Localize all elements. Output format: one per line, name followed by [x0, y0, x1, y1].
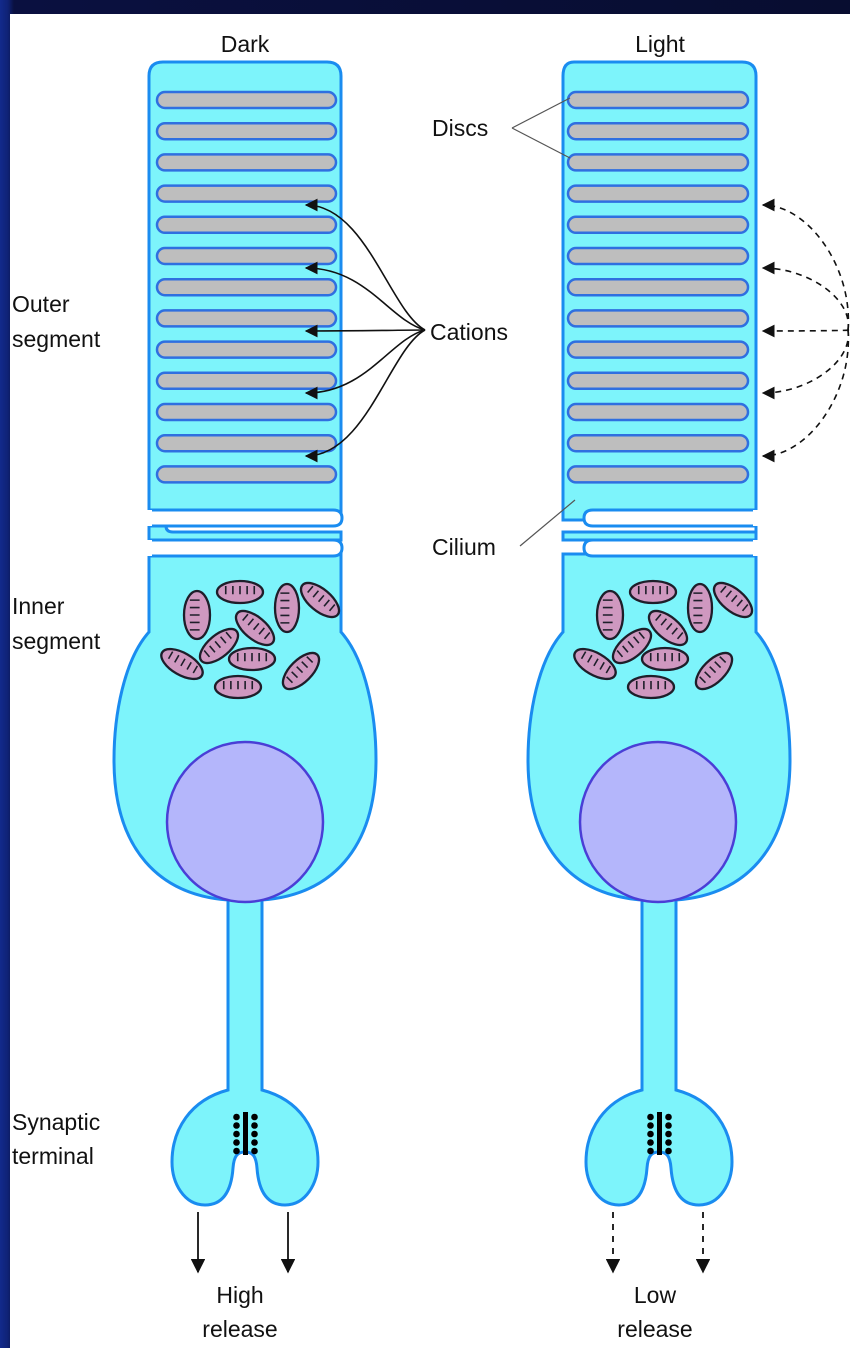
dark-disc: [157, 435, 336, 451]
light-synaptic-vesicle: [665, 1139, 672, 1146]
dark-synaptic-vesicle: [251, 1148, 258, 1155]
dark-mitochondrion: [184, 591, 210, 639]
light-disc: [568, 186, 748, 202]
light-disc: [568, 435, 748, 451]
label-low-release-line2: release: [617, 1316, 692, 1342]
light-synaptic-vesicle: [665, 1122, 672, 1129]
light-mitochondrion: [688, 584, 712, 632]
light-disc: [568, 404, 748, 420]
light-synaptic-vesicle: [665, 1148, 672, 1155]
dark-mitochondrion: [275, 584, 299, 632]
blocked-cation-arrow: [763, 330, 848, 393]
dark-synaptic-vesicle: [251, 1122, 258, 1129]
column-title-dark: Dark: [221, 31, 270, 57]
light-mitochondrion: [597, 591, 623, 639]
dark-disc: [157, 154, 336, 170]
dark-synaptic-vesicle: [233, 1131, 240, 1138]
discs-leader-lines: [512, 98, 570, 158]
nucleus-dark: [167, 742, 323, 902]
blocked-influx-arrows: [763, 205, 848, 456]
label-low-release-line1: Low: [634, 1282, 677, 1308]
light-mitochondrion: [630, 581, 676, 603]
light-disc: [568, 342, 748, 358]
synaptic-ribbon-light: [647, 1112, 672, 1155]
label-synaptic-terminal-line2: terminal: [12, 1143, 94, 1169]
dark-synaptic-vesicle: [233, 1148, 240, 1155]
label-high-release-line1: High: [216, 1282, 263, 1308]
dark-mitochondrion: [217, 581, 263, 603]
light-mitochondrion: [628, 676, 674, 698]
dark-disc: [157, 248, 336, 264]
dark-mitochondrion: [229, 648, 275, 670]
rod-cell-light: [528, 62, 790, 1205]
label-outer-segment-line1: Outer: [12, 291, 70, 317]
light-disc: [568, 154, 748, 170]
dark-disc: [157, 186, 336, 202]
dark-mitochondrion: [215, 676, 261, 698]
blocked-cation-arrow: [763, 330, 848, 331]
light-synaptic-vesicle: [665, 1114, 672, 1121]
light-disc: [568, 217, 748, 233]
label-inner-segment-line1: Inner: [12, 593, 65, 619]
dark-disc: [157, 279, 336, 295]
dark-synaptic-vesicle: [251, 1139, 258, 1146]
dark-disc: [157, 466, 336, 482]
light-synaptic-vesicle: [647, 1148, 654, 1155]
light-disc: [568, 466, 748, 482]
dark-disc: [157, 92, 336, 108]
light-synaptic-vesicle: [647, 1131, 654, 1138]
dark-disc: [157, 123, 336, 139]
label-cations: Cations: [430, 319, 508, 345]
light-disc: [568, 279, 748, 295]
blocked-cation-arrow: [763, 330, 848, 456]
light-disc: [568, 310, 748, 326]
blocked-cation-arrow: [763, 268, 848, 330]
label-discs: Discs: [432, 115, 488, 141]
column-title-light: Light: [635, 31, 685, 57]
label-cilium: Cilium: [432, 534, 496, 560]
dark-synaptic-vesicle: [251, 1114, 258, 1121]
light-disc: [568, 123, 748, 139]
dark-synaptic-vesicle: [233, 1139, 240, 1146]
high-release-arrows: [198, 1212, 288, 1272]
blocked-cation-arrow: [763, 205, 848, 330]
dark-disc: [157, 310, 336, 326]
low-release-arrows: [613, 1212, 703, 1272]
dark-synaptic-vesicle: [233, 1114, 240, 1121]
dark-disc: [157, 217, 336, 233]
label-synaptic-terminal-line1: Synaptic: [12, 1109, 100, 1135]
dark-disc: [157, 404, 336, 420]
label-outer-segment-line2: segment: [12, 326, 101, 352]
rod-cell-dark: [114, 62, 376, 1205]
nucleus-light: [580, 742, 736, 902]
light-synaptic-vesicle: [647, 1114, 654, 1121]
light-disc: [568, 373, 748, 389]
light-synaptic-vesicle: [665, 1131, 672, 1138]
dark-synaptic-vesicle: [233, 1122, 240, 1129]
dark-synaptic-vesicle: [251, 1131, 258, 1138]
light-mitochondrion: [642, 648, 688, 670]
light-disc: [568, 248, 748, 264]
light-disc: [568, 92, 748, 108]
synaptic-ribbon-dark: [233, 1112, 258, 1155]
light-synaptic-vesicle: [647, 1122, 654, 1129]
dark-disc: [157, 342, 336, 358]
label-inner-segment-line2: segment: [12, 628, 101, 654]
light-synaptic-vesicle: [647, 1139, 654, 1146]
dark-disc: [157, 373, 336, 389]
label-high-release-line2: release: [202, 1316, 277, 1342]
